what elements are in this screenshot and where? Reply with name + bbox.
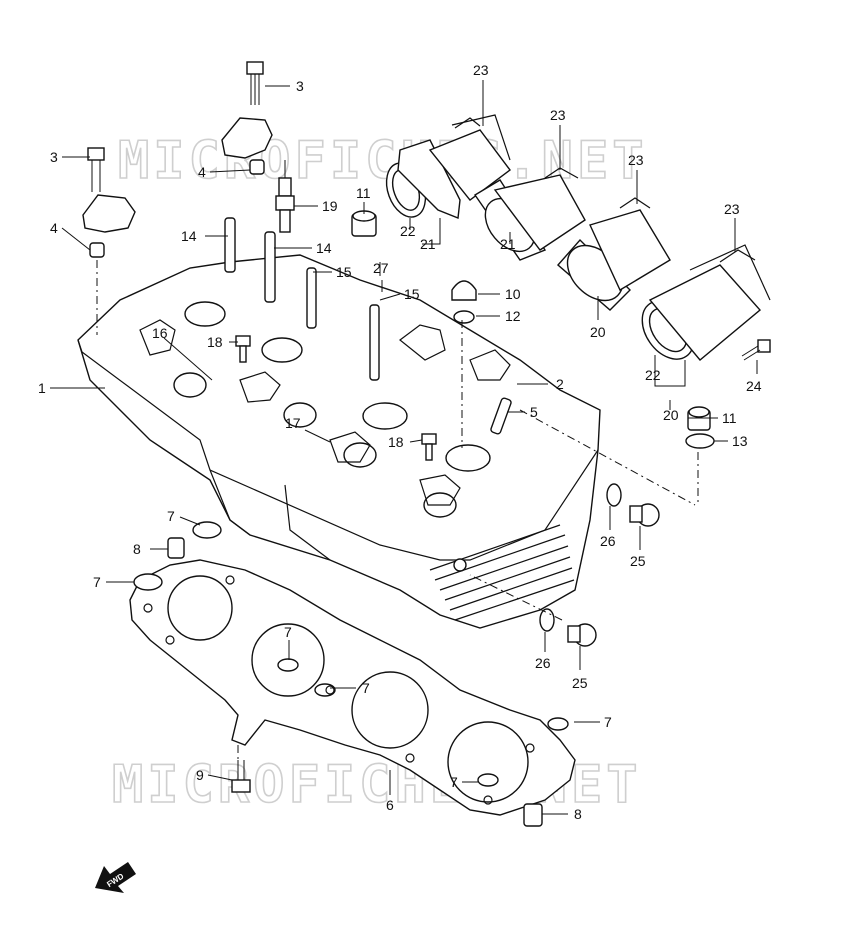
nut-11-top: [351, 210, 377, 237]
callout-25-b: 25: [572, 675, 588, 691]
cylinder-head: [77, 254, 601, 629]
callout-25-a: 25: [630, 553, 646, 569]
washer-26-a: [606, 483, 622, 507]
callout-13: 13: [732, 433, 748, 449]
bolt-9: [231, 760, 251, 793]
callout-7-e: 7: [604, 714, 612, 730]
callout-19: 19: [322, 198, 338, 214]
stud-15-a: [306, 267, 317, 329]
watermark-top: MICROFICHES.NET: [118, 131, 648, 191]
dowel-4-top: [249, 159, 265, 175]
cap-nut-10: [451, 280, 477, 301]
clamp-23-c: [619, 197, 651, 209]
callout-8-a: 8: [133, 541, 141, 557]
callout-27: 27: [373, 260, 389, 276]
callout-3-left: 3: [50, 149, 58, 165]
alignment-lines: [96, 260, 699, 760]
washer-12: [453, 310, 475, 324]
intake-pipe-22-right: [641, 244, 771, 361]
callout-labels: 1 2 3 3 4 4 5 6 7 7 7 7 7 7 8 8 9 10 11 …: [38, 62, 762, 822]
callout-7-b: 7: [93, 574, 101, 590]
callout-10: 10: [505, 286, 521, 302]
callout-7-a: 7: [167, 508, 175, 524]
stud-15-b: [369, 304, 380, 381]
callout-8-b: 8: [574, 806, 582, 822]
callout-7-c: 7: [284, 624, 292, 640]
dowel-8-b: [523, 803, 543, 827]
dowel-4-left: [89, 242, 105, 258]
callout-14-a: 14: [181, 228, 197, 244]
callout-23-c: 23: [628, 152, 644, 168]
spark-plug: [275, 160, 295, 233]
callout-3-top: 3: [296, 78, 304, 94]
callout-18-a: 18: [207, 334, 223, 350]
callout-7-f: 7: [450, 774, 458, 790]
callout-26-b: 26: [535, 655, 551, 671]
plug-25-b: [567, 623, 597, 647]
nut-11-right: [687, 406, 711, 431]
fwd-arrow-icon: FWD: [95, 862, 136, 893]
intake-pipe-21-left: [397, 114, 511, 219]
callout-17: 17: [285, 415, 301, 431]
callout-20-center: 20: [590, 324, 606, 340]
o-ring-7-a: [192, 521, 222, 539]
callout-15-b: 15: [404, 286, 420, 302]
pin-5: [490, 397, 512, 435]
callout-4-left: 4: [50, 220, 58, 236]
cam-cap-left: [82, 194, 136, 233]
callout-12: 12: [505, 308, 521, 324]
clamp-23-d: [719, 249, 756, 263]
stud-14-a: [224, 217, 236, 273]
cam-cap-top: [221, 117, 273, 159]
callout-7-d: 7: [362, 680, 370, 696]
bolt-3-left: [87, 147, 105, 192]
intake-pipe-20-center: [557, 209, 671, 311]
bolt-24: [741, 339, 771, 361]
callout-6: 6: [386, 797, 394, 813]
callout-4-top: 4: [198, 164, 206, 180]
callout-21-center: 21: [500, 236, 516, 252]
callout-21-left: 21: [420, 236, 436, 252]
callout-23-d: 23: [724, 201, 740, 217]
callout-24: 24: [746, 378, 762, 394]
callout-23-a: 23: [473, 62, 489, 78]
callout-1: 1: [38, 380, 46, 396]
callout-20-right: 20: [663, 407, 679, 423]
o-ring-7-b: [133, 573, 163, 591]
callout-18-b: 18: [388, 434, 404, 450]
bolt-18-a: [235, 335, 251, 363]
callout-16: 16: [152, 325, 168, 341]
clamp-23-a: [454, 117, 481, 129]
stud-14-b: [264, 231, 276, 303]
callout-14-b: 14: [316, 240, 332, 256]
callout-11-right: 11: [722, 410, 737, 426]
callout-2: 2: [556, 376, 564, 392]
washer-26-b: [539, 608, 555, 632]
callout-5: 5: [530, 404, 538, 420]
callout-22-right: 22: [645, 367, 661, 383]
callout-9: 9: [196, 767, 204, 783]
callout-15-a: 15: [336, 264, 352, 280]
bolt-3-top: [246, 61, 264, 105]
leader-lines: [50, 80, 758, 815]
callout-11-top: 11: [356, 185, 371, 201]
plug-25-a: [629, 503, 660, 527]
intake-pipe-21-center: [473, 174, 586, 261]
callout-26-a: 26: [600, 533, 616, 549]
bolt-18-b: [421, 433, 437, 461]
callout-23-b: 23: [550, 107, 566, 123]
washer-13: [685, 433, 715, 449]
dowel-8-a: [167, 537, 185, 559]
callout-22-left: 22: [400, 223, 416, 239]
